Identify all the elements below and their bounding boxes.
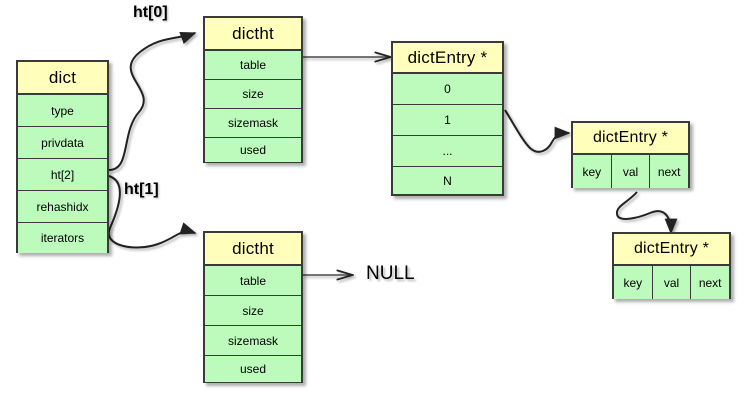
dictentry-2-header: dictEntry *	[614, 234, 729, 266]
dictentry-2-val: val	[652, 266, 692, 299]
edge-dict-to-ht0	[108, 31, 197, 171]
dictentry-1-fields: key val next	[573, 155, 689, 188]
bucket-array-header: dictEntry *	[393, 43, 502, 74]
dictht-ht0-field-sizemask: sizemask	[205, 109, 301, 138]
dictht-ht0-header: dictht	[205, 18, 301, 51]
struct-dictentry-2: dictEntry * key val next	[612, 232, 731, 299]
struct-bucket-array: dictEntry * 0 1 ... N	[391, 41, 504, 196]
dictentry-1-key: key	[573, 155, 612, 188]
dictentry-1-val: val	[611, 155, 651, 188]
dictentry-2-next: next	[691, 266, 730, 299]
label-ht0: ht[0]	[133, 4, 168, 21]
dictht-ht0-field-used: used	[205, 138, 301, 162]
dictht-ht1-field-used: used	[205, 356, 301, 382]
dictht-ht1-field-size: size	[205, 296, 301, 326]
label-null: NULL	[366, 263, 415, 284]
dictentry-2-key: key	[614, 266, 653, 299]
dict-field-type: type	[18, 95, 107, 127]
bucket-slot-n: N	[393, 167, 502, 194]
dictht-ht0-field-size: size	[205, 80, 301, 109]
dictht-ht0-field-table: table	[205, 51, 301, 80]
dict-field-privdata: privdata	[18, 127, 107, 159]
struct-dictht-ht0: dictht table size sizemask used	[203, 16, 303, 163]
edge-entry1-next-to-entry2	[615, 191, 678, 235]
dictentry-1-header: dictEntry *	[573, 123, 688, 155]
edge-bucket1-to-entry1	[504, 109, 571, 153]
dictht-ht1-field-table: table	[205, 266, 301, 296]
bucket-slot-0: 0	[393, 74, 502, 105]
dictht-ht1-field-sizemask: sizemask	[205, 326, 301, 356]
dictentry-2-fields: key val next	[614, 266, 730, 299]
dict-field-rehashidx: rehashidx	[18, 191, 107, 223]
label-ht1: ht[1]	[124, 181, 159, 198]
bucket-slot-ellipsis: ...	[393, 136, 502, 167]
dictentry-1-next: next	[650, 155, 689, 188]
struct-dictht-ht1: dictht table size sizemask used	[203, 231, 303, 383]
dict-field-ht: ht[2]	[18, 159, 107, 191]
struct-dict: dict type privdata ht[2] rehashidx itera…	[16, 60, 109, 253]
dict-field-iterators: iterators	[18, 223, 107, 253]
bucket-slot-1: 1	[393, 105, 502, 136]
struct-dict-header: dict	[18, 62, 107, 95]
dictht-ht1-header: dictht	[205, 233, 301, 266]
struct-dictentry-1: dictEntry * key val next	[571, 121, 690, 188]
